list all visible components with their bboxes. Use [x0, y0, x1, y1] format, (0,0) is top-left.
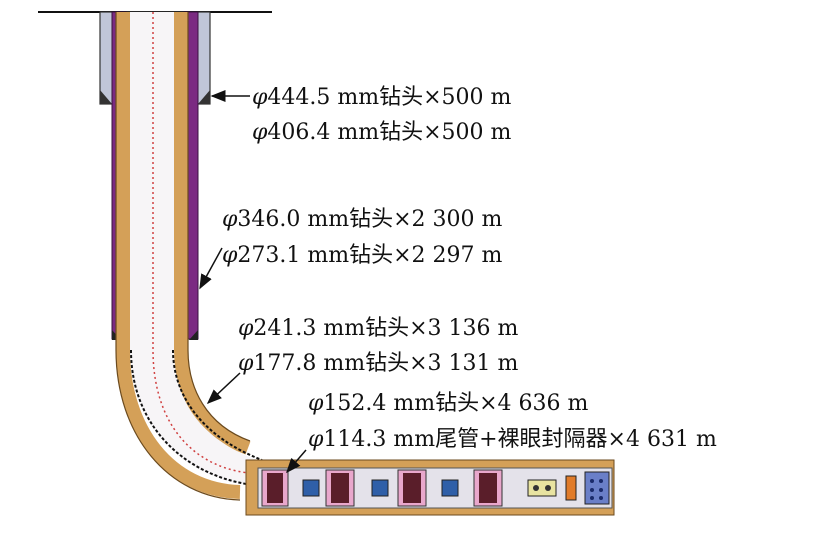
float-collar: [565, 475, 577, 501]
leader-arrow-surface-casing: [199, 247, 223, 290]
label-intermediate-casing: φ177.8 mm钻头×3 131 m: [238, 351, 519, 376]
intermediate-casing-inner-edge: [187, 12, 251, 442]
intermediate-casing-inner: [174, 12, 251, 455]
label-conductor-bit: φ444.5 mm钻头×500 m: [252, 85, 512, 110]
label-surface-casing: φ273.1 mm钻头×2 297 m: [222, 243, 503, 268]
conductor-shoe-right: [198, 90, 210, 104]
intermediate-casing-outer: [116, 12, 241, 499]
leader-arrow-liner: [286, 449, 307, 474]
conductor-shoe-left: [100, 90, 112, 104]
float-shoe: [584, 471, 610, 505]
open-hole-wall-inner: [172, 349, 263, 461]
leader-arrow-intermediate-casing: [206, 372, 241, 405]
sliding-sleeve: [371, 479, 389, 497]
packer: [403, 473, 421, 503]
wellbore-interior: [130, 12, 262, 486]
intermediate-casing-outer-edge: [115, 12, 241, 501]
liner-components: [261, 469, 610, 507]
packer: [267, 473, 283, 503]
label-conductor-casing: φ406.4 mm钻头×500 m: [252, 120, 512, 145]
label-production-bit: φ152.4 mm钻头×4 636 m: [308, 391, 589, 416]
open-hole-wall-outer: [130, 349, 263, 487]
packer: [479, 473, 497, 503]
surface-casing-shoe-right: [189, 330, 198, 340]
drill-string-centerline: [152, 12, 612, 475]
label-surface-bit: φ346.0 mm钻头×2 300 m: [222, 207, 503, 232]
label-intermediate-bit: φ241.3 mm钻头×3 136 m: [238, 316, 519, 341]
label-liner-packer: φ114.3 mm尾管+裸眼封隔器×4 631 m: [308, 427, 717, 452]
packer: [331, 473, 349, 503]
sliding-sleeve: [441, 479, 459, 497]
ball-seat: [527, 479, 557, 497]
sliding-sleeve: [302, 479, 320, 497]
